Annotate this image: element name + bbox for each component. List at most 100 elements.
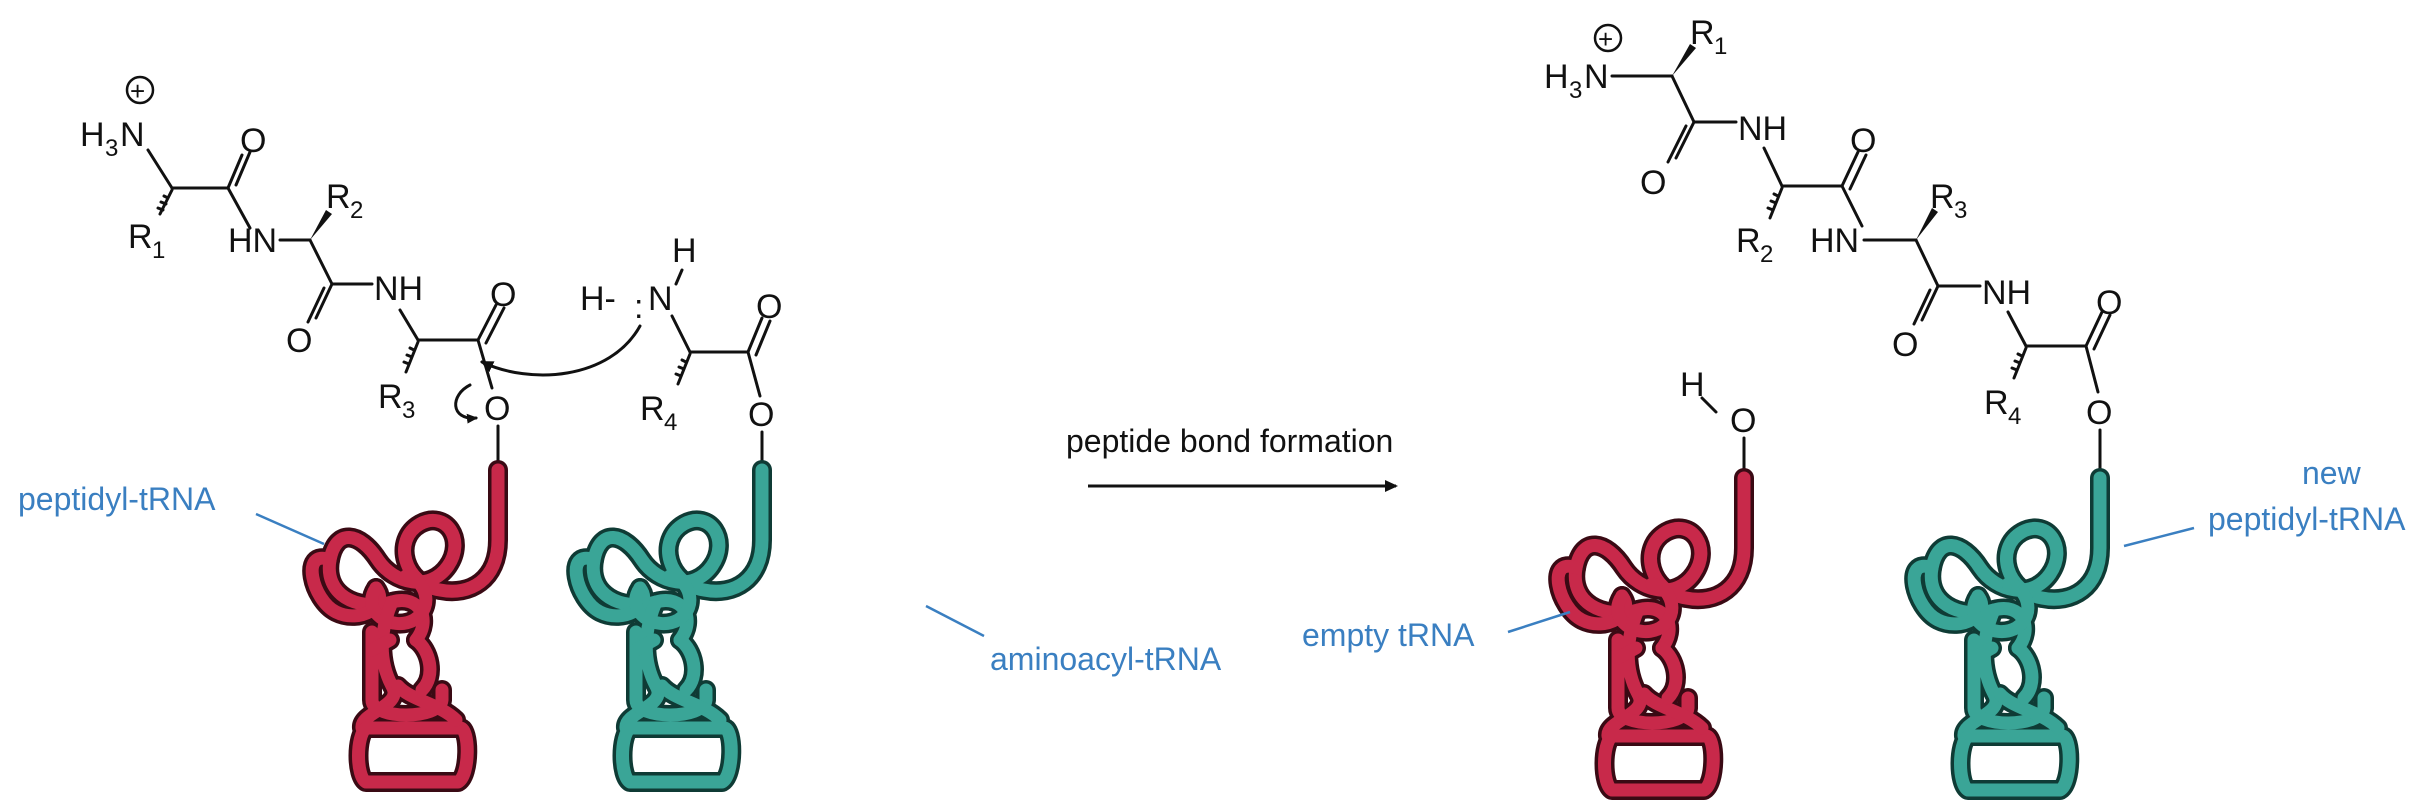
r1-label: R [128, 218, 153, 256]
bond [754, 319, 772, 357]
trna-ribbon-body [352, 721, 474, 789]
bond [670, 314, 692, 354]
carbonyl-o: O [1892, 326, 1918, 364]
trna-ribbon-body [365, 569, 433, 631]
bond [746, 350, 762, 398]
reaction-arrow-group: peptide bond formation [1066, 423, 1398, 492]
hashed-bond [402, 340, 420, 374]
ester-o: O [748, 396, 774, 434]
carbonyl-o: O [756, 288, 782, 326]
trna-ribbon-body [655, 679, 727, 727]
bond [1912, 288, 1932, 326]
bond [308, 238, 334, 286]
nucleophile-n: N [648, 280, 673, 318]
empty-trna-hydroxyl: H O [1680, 366, 1756, 478]
trna-ribbon-body [391, 679, 463, 727]
bond [306, 286, 326, 324]
carbonyl-o: O [1850, 122, 1876, 160]
trna-illustration-new-peptidyl [1904, 468, 2110, 800]
ester-o: O [2086, 394, 2112, 432]
r2-label: R [1736, 222, 1761, 260]
r2-sub: 2 [350, 197, 363, 224]
bond [314, 282, 334, 320]
charge-plus: + [1598, 24, 1613, 54]
trna-ribbon-body [616, 721, 738, 789]
bond [1674, 120, 1696, 160]
r4-label: R [640, 390, 665, 428]
positive-charge-circle [125, 75, 155, 105]
bond [2084, 344, 2100, 394]
trna-ribbon-body [1655, 641, 1683, 705]
r3-sub: 3 [402, 397, 415, 424]
trna-ribbon-body [629, 633, 661, 657]
bond [2006, 310, 2028, 348]
amide-hn: HN [228, 222, 277, 260]
trna-ribbon-body [1993, 687, 2065, 735]
wedge-bond [310, 210, 332, 240]
r4-sub: 4 [2008, 403, 2021, 430]
amide-hn: HN [1810, 222, 1859, 260]
carbonyl-o: O [286, 322, 312, 360]
hashed-bond [1766, 186, 1784, 220]
amine-sub: 3 [105, 135, 118, 162]
amide-nh: NH [1982, 274, 2031, 312]
bond [1666, 124, 1688, 164]
trna-ribbon-body [1611, 641, 1643, 665]
r2-sub: 2 [1760, 241, 1773, 268]
electron-push-arrow [454, 383, 478, 424]
trna-ribbon-body [1967, 577, 2035, 639]
lone-pair: : [634, 288, 643, 326]
bond [2092, 313, 2112, 351]
bond [1914, 238, 1940, 288]
r1-label: R [1690, 14, 1715, 52]
amine-sub: 3 [1569, 77, 1582, 104]
r3-label: R [1930, 178, 1955, 216]
nucleophile-h: H [672, 232, 697, 270]
r1-sub: 1 [1714, 33, 1727, 60]
bond [234, 150, 252, 187]
bond [1840, 184, 1864, 228]
trna-illustration-aminoacyl [566, 460, 772, 792]
trna-ribbon-body [409, 633, 437, 697]
bond [1840, 150, 1860, 188]
aminoacyl-structure: H H- : N R 4 O O [480, 232, 782, 472]
leader-aminoacyl [925, 604, 985, 638]
trna-ribbon-body [1967, 641, 1999, 665]
r3-label: R [378, 378, 403, 416]
bond [226, 186, 252, 230]
bond [226, 153, 244, 190]
bond [1700, 396, 1718, 414]
amine-n: N [120, 116, 145, 154]
bond [146, 148, 174, 190]
r3-sub: 3 [1954, 197, 1967, 224]
ester-o: O [484, 390, 510, 428]
label-peptidyl-trna: peptidyl-tRNA [18, 481, 216, 517]
bond [476, 303, 498, 342]
ester-carbonyl-o: O [490, 276, 516, 314]
amine-n: N [1584, 58, 1609, 96]
wedge-bond [1672, 44, 1696, 76]
trna-ribbon-body [629, 569, 697, 631]
r4-label: R [1984, 384, 2009, 422]
hashed-bond [674, 352, 692, 386]
carbonyl-o: O [240, 122, 266, 160]
bond [398, 308, 420, 342]
amine-h: H [80, 116, 105, 154]
wedge-bond [1916, 208, 1938, 240]
leader-empty [1507, 610, 1571, 634]
new-peptide-structure: + H 3 N R 1 O NH R 2 O HN R 3 O NH R [1544, 14, 2122, 472]
reaction-arrow-label: peptide bond formation [1066, 423, 1393, 459]
hashed-bond [156, 188, 174, 216]
r2-label: R [326, 178, 351, 216]
carbonyl-o: O [1640, 164, 1666, 202]
trna-ribbon-outline [612, 718, 742, 792]
bond [484, 306, 506, 345]
bond [2084, 310, 2104, 348]
label-new-line1: new [2302, 455, 2362, 491]
positive-charge-circle [1593, 23, 1623, 53]
bond [1920, 284, 1940, 322]
callouts: peptidyl-tRNA aminoacyl-tRNA empty tRNA … [18, 455, 2406, 677]
bond [1848, 153, 1868, 191]
trna-ribbon-body [365, 633, 397, 657]
